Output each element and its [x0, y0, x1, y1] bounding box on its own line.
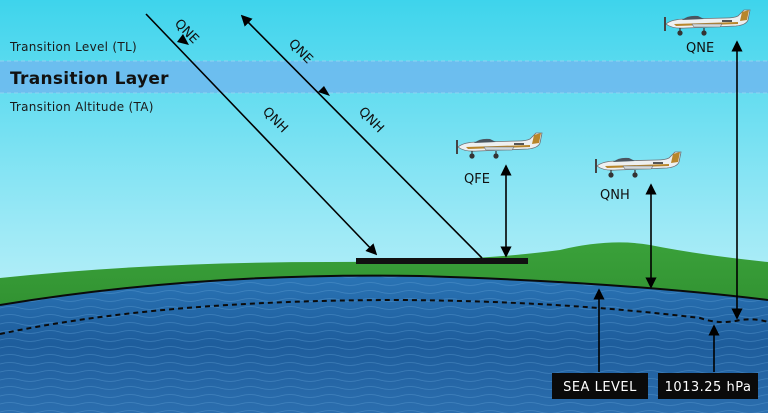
transition-layer-label: Transition Layer — [10, 69, 169, 89]
sea-level-line — [0, 274, 768, 306]
sea-level-text: SEA LEVEL — [563, 380, 637, 395]
descending-arrow-mid-head — [177, 34, 189, 45]
transition-level-label: Transition Level (TL) — [9, 40, 137, 54]
standard-pressure-box — [658, 373, 758, 399]
qnh-label: QNH — [600, 188, 630, 203]
sea-texture — [0, 275, 768, 413]
transition-layer-band — [0, 61, 768, 93]
standard-pressure-text: 1013.25 hPa — [665, 380, 752, 395]
qne-label: QNE — [686, 41, 714, 56]
ascending-arrow-mid-head — [318, 86, 330, 96]
transition-altitude-label: Transition Altitude (TA) — [9, 100, 154, 114]
ascending-arrow — [240, 14, 483, 259]
sea-level-box — [552, 373, 648, 399]
runway — [356, 258, 528, 264]
descending-arrow — [145, 13, 378, 256]
standard-pressure-line — [0, 298, 768, 335]
qfe-label: QFE — [464, 172, 490, 187]
